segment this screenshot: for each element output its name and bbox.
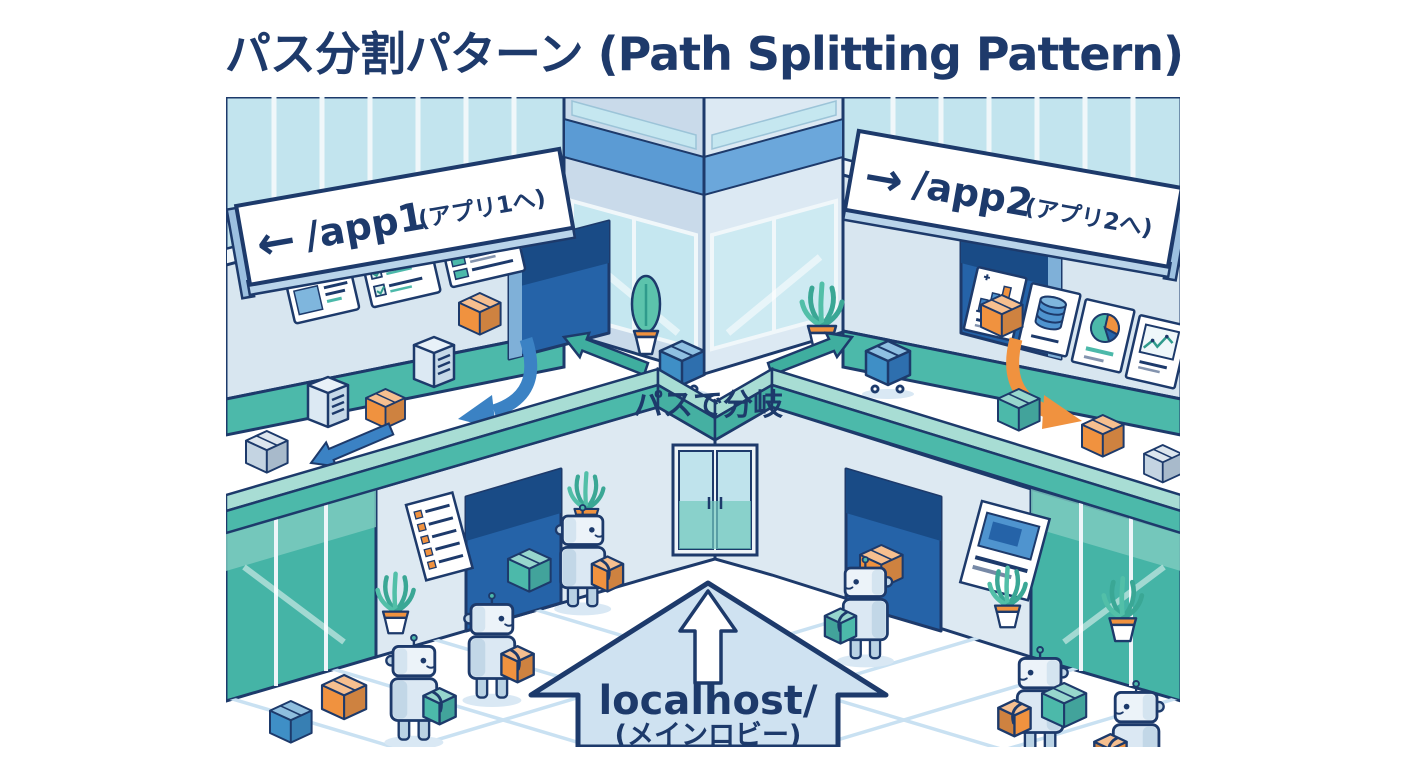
lower-door-left xyxy=(464,467,563,633)
box-icon xyxy=(365,388,406,429)
box-icon xyxy=(268,699,313,744)
lobby-entrance-doors xyxy=(671,443,759,557)
box-icon xyxy=(506,547,552,593)
lobby-scene-svg: ← /app1 (アプリ1へ) → /app2 (アプリ2へ) xyxy=(224,95,1193,768)
storefront-glass-left xyxy=(224,486,378,704)
route-arrow-app1-2 xyxy=(309,422,395,468)
box-icon xyxy=(996,387,1041,432)
app2-sign: → /app2 (アプリ2へ) xyxy=(841,128,1193,282)
box-icon xyxy=(244,429,289,474)
pie-chart-icon xyxy=(1070,298,1136,374)
database-icon xyxy=(1016,282,1082,358)
app1-sign: ← /app1 (アプリ1へ) xyxy=(225,146,577,300)
server-box-icon xyxy=(306,375,350,429)
entry-url-label: localhost/ xyxy=(598,678,817,724)
route-arrow-app2-head xyxy=(1042,395,1082,429)
robot-icon xyxy=(383,633,458,751)
box-icon xyxy=(457,291,502,336)
branch-label: パスで分岐 xyxy=(633,388,783,423)
picture-sign xyxy=(958,499,1052,602)
cart-icon xyxy=(860,339,916,401)
left-arrow-icon: ← xyxy=(252,212,299,272)
box-icon xyxy=(979,293,1024,338)
split-arrow-left-icon xyxy=(561,331,650,377)
right-arrow-icon: → xyxy=(860,148,907,208)
entry-arrow: localhost/ (メインロビー) xyxy=(528,580,889,751)
checklist-sign xyxy=(404,491,475,582)
box-icon xyxy=(1040,681,1088,729)
box-icon xyxy=(1080,413,1125,458)
box-icon xyxy=(320,673,368,721)
entry-lobby-label: (メインロビー) xyxy=(615,720,802,747)
server-box-icon xyxy=(412,335,456,389)
route-arrow-app1 xyxy=(491,337,538,418)
line-chart-icon xyxy=(1124,314,1190,390)
up-arrow-icon xyxy=(678,589,738,685)
plant-icon xyxy=(630,274,662,356)
box-icon xyxy=(1143,444,1183,484)
lobby-illustration: ← /app1 (アプリ1へ) → /app2 (アプリ2へ) xyxy=(224,95,1193,768)
page-title: パス分割パターン (Path Splitting Pattern) xyxy=(224,27,1184,81)
